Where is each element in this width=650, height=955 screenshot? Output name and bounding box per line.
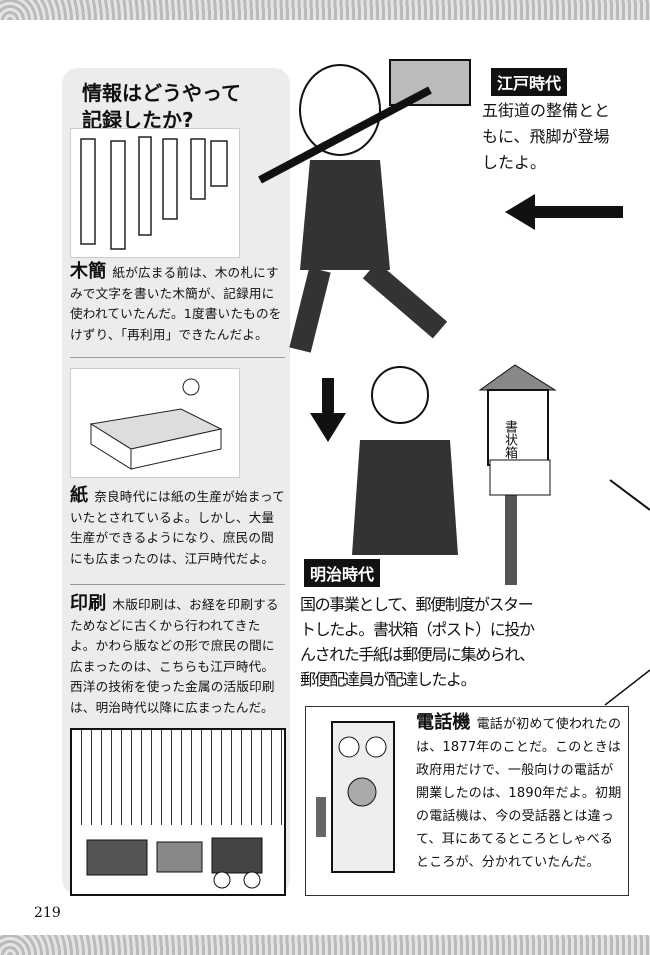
panel-title: 情報はどうやって記録したか? (82, 80, 241, 134)
mailman-postbox-illustration (352, 364, 557, 585)
edo-text: 五街道の整備とともに、飛脚が登場したよ。 (482, 101, 611, 172)
top-border-pattern (0, 0, 650, 20)
telephone-box: 電話機電話が初めて使われたのは、1877年のことだ。このときは政府用だけで、一般… (305, 706, 629, 896)
telephone-heading: 電話機 (416, 712, 471, 733)
hikyaku-runner-illustration (258, 59, 471, 353)
mokkan-text: 木簡紙が広まる前は、木の札にすみで文字を書いた木簡が、記録用に使われていたんだ。… (70, 261, 286, 345)
papermaking-vat-icon (89, 378, 223, 470)
arrow-down-icon (310, 378, 346, 442)
printing-text: 印刷木版印刷は、お経を印刷するためなどに古くから行われてきたよ。かわら版などの形… (70, 593, 286, 718)
wooden-tablets-icon (80, 136, 228, 250)
meiji-text: 国の事業として、郵便制度がスタートしたよ。書状箱（ポスト）に投かんされた手紙は郵… (300, 595, 535, 689)
papermaking-illustration (70, 368, 240, 478)
printing-body: 木版印刷は、お経を印刷するためなどに古くから行われてきたよ。かわら版などの形で庶… (70, 597, 279, 715)
mokkan-heading: 木簡 (70, 261, 107, 282)
mokkan-body: 紙が広まる前は、木の札にすみで文字を書いた木簡が、記録用に使われていたんだ。1度… (70, 265, 282, 342)
mokkan-illustration (70, 128, 240, 258)
page-number: 219 (34, 905, 61, 921)
title-line-1: 情報はどうやって (82, 81, 241, 105)
divider (70, 584, 285, 585)
divider (70, 357, 285, 358)
speech-line (604, 479, 650, 706)
meiji-period-label: 明治時代 (304, 559, 381, 587)
telephone-illustration (316, 721, 395, 873)
printing-heading: 印刷 (70, 593, 107, 614)
postbox-sign: 書状箱 (502, 420, 517, 459)
woodblock-print-illustration (70, 728, 286, 896)
paper-text: 紙奈良時代には紙の生産が始まっていたとされているよ。しかし、大量生産ができるよう… (70, 485, 286, 569)
telephone-body: 電話が初めて使われたのは、1877年のことだ。このときは政府用だけで、一般向けの… (416, 717, 622, 870)
train-icon (72, 825, 284, 894)
arrow-left-icon (505, 194, 623, 230)
paper-heading: 紙 (70, 485, 89, 506)
edo-period-label: 江戸時代 (491, 68, 568, 96)
paper-body: 奈良時代には紙の生産が始まっていたとされているよ。しかし、大量生産ができるように… (70, 489, 285, 566)
bottom-border-pattern (0, 935, 650, 955)
